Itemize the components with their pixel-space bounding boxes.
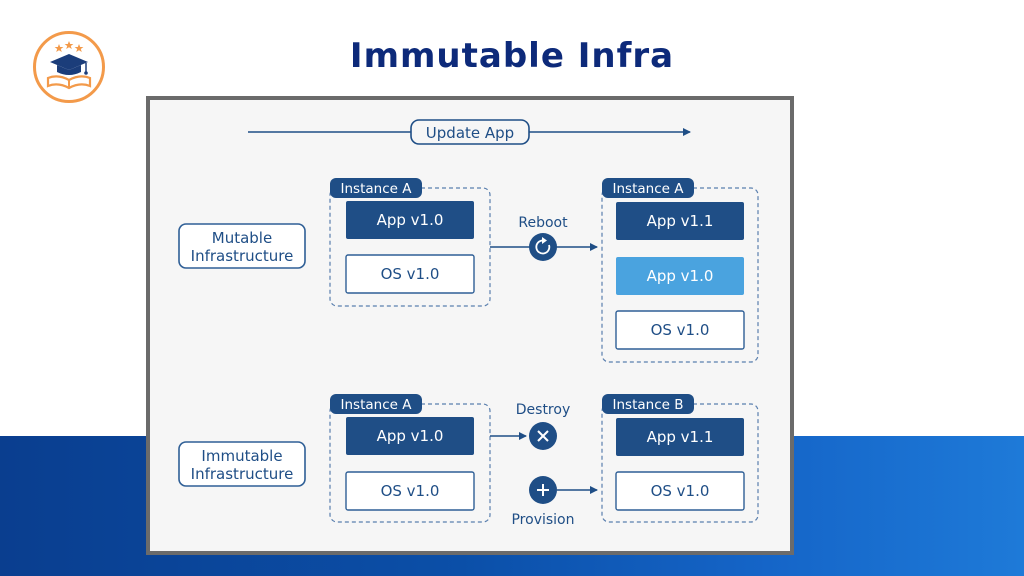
x-icon bbox=[529, 422, 557, 450]
immutable-right-os-label: OS v1.0 bbox=[651, 482, 710, 500]
mutable-right-app-new bbox=[616, 202, 744, 240]
page-title: Immutable Infra bbox=[349, 36, 675, 76]
mutable-right-app-old-label: App v1.0 bbox=[647, 267, 714, 285]
immutable-left-app-label: App v1.0 bbox=[377, 427, 444, 445]
immutable-right-app-label: App v1.1 bbox=[647, 428, 714, 446]
diagram-frame: Update App Mutable Infrastructure Instan… bbox=[146, 96, 794, 555]
mutable-right-app-new-label: App v1.1 bbox=[647, 212, 714, 230]
infrastructure-diagram: Update App Mutable Infrastructure Instan… bbox=[178, 119, 759, 528]
mutable-label-line2: Infrastructure bbox=[191, 247, 294, 265]
immutable-right-app bbox=[616, 418, 744, 456]
immutable-left-os-label: OS v1.0 bbox=[381, 482, 440, 500]
mutable-left-instance-title: Instance A bbox=[341, 181, 413, 197]
immutable-right-instance-tag bbox=[602, 394, 694, 414]
logo bbox=[33, 31, 105, 103]
immutable-left-os bbox=[345, 471, 475, 511]
immutable-left-instance-tag bbox=[330, 394, 422, 414]
mutable-left-app-label: App v1.0 bbox=[377, 211, 444, 229]
immutable-left-instance-title: Instance A bbox=[341, 397, 413, 413]
immutable-label-line1: Immutable bbox=[201, 447, 282, 465]
destroy-label: Destroy bbox=[516, 402, 570, 418]
update-app-label: Update App bbox=[426, 124, 514, 142]
mutable-right-os bbox=[615, 310, 745, 350]
immutable-label-box bbox=[178, 441, 306, 487]
refresh-icon bbox=[529, 233, 557, 261]
mutable-right-os-label: OS v1.0 bbox=[651, 321, 710, 339]
immutable-left-app bbox=[346, 417, 474, 455]
mutable-left-os-label: OS v1.0 bbox=[381, 265, 440, 283]
provision-label: Provision bbox=[511, 512, 574, 528]
graduation-cap-book-icon bbox=[46, 41, 92, 90]
mutable-left-instance-tag bbox=[330, 178, 422, 198]
immutable-label-line2: Infrastructure bbox=[191, 465, 294, 483]
mutable-left-app bbox=[346, 201, 474, 239]
mutable-right-instance-title: Instance A bbox=[613, 181, 685, 197]
mutable-right-instance-tag bbox=[602, 178, 694, 198]
mutable-label-box bbox=[178, 223, 306, 269]
mutable-left-os bbox=[345, 254, 475, 294]
plus-icon bbox=[529, 476, 557, 504]
update-app-pill bbox=[410, 119, 530, 145]
mutable-right-app-old bbox=[616, 257, 744, 295]
immutable-right-instance-title: Instance B bbox=[613, 397, 684, 413]
immutable-right-os bbox=[615, 471, 745, 511]
reboot-label: Reboot bbox=[518, 215, 568, 231]
mutable-label-line1: Mutable bbox=[212, 229, 272, 247]
